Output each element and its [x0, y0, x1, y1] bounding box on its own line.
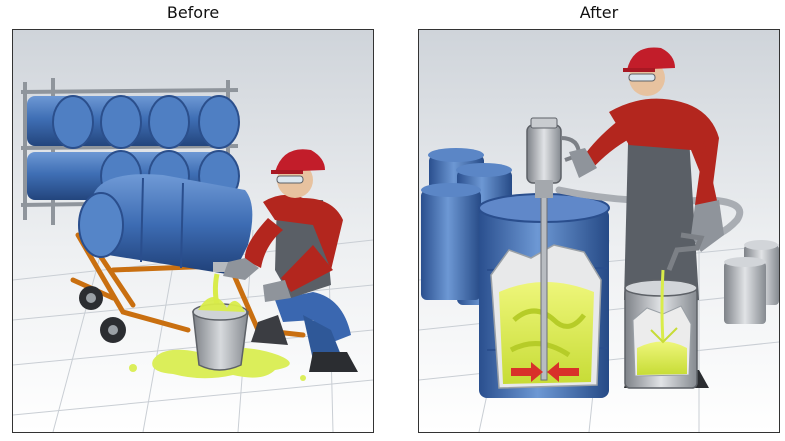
collection-pail [192, 296, 249, 371]
drum-pump [526, 117, 582, 198]
worker-before [223, 149, 358, 372]
steel-bucket [624, 269, 698, 389]
horizontal-drum [78, 174, 253, 275]
rack-drums-top [27, 95, 240, 149]
before-illustration [13, 30, 373, 432]
before-panel [12, 29, 374, 433]
before-caption: Before [166, 3, 220, 22]
worker-after [569, 47, 724, 388]
after-illustration [419, 30, 779, 432]
cart-wheels [79, 286, 126, 343]
after-panel [418, 29, 780, 433]
main-drum [478, 179, 610, 398]
after-caption: After [579, 3, 619, 22]
steel-cans [724, 240, 779, 324]
